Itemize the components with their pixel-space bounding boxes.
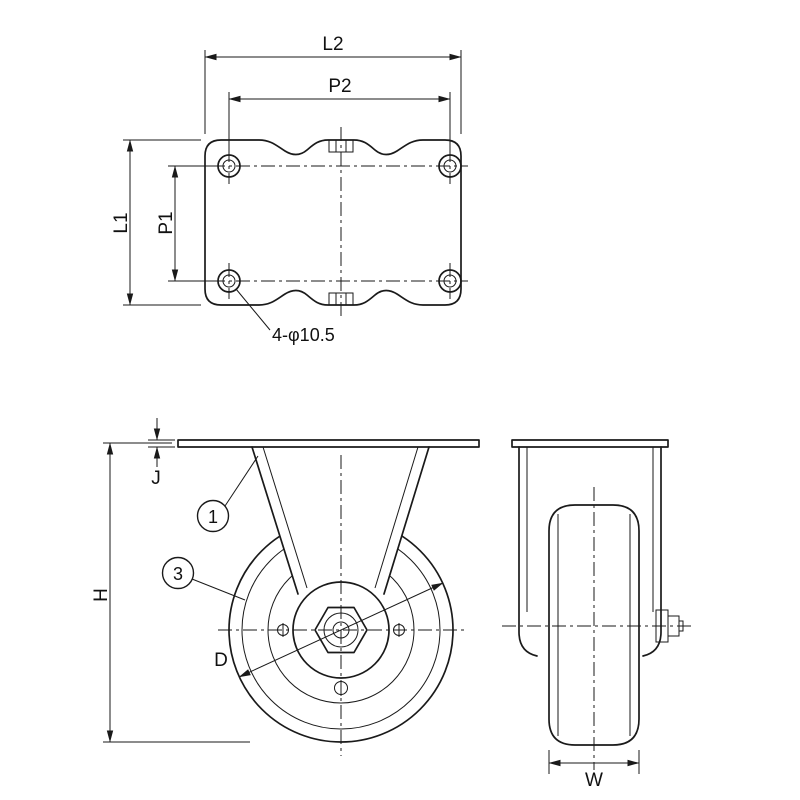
kingpin-nut-bottom	[328, 292, 354, 306]
top-plate-front	[177, 439, 480, 448]
front-view: J H D 1 3	[91, 418, 480, 756]
dimension-w: W	[548, 750, 640, 791]
dimension-l1: L1	[111, 139, 201, 306]
hole-note-label: 4-φ10.5	[272, 325, 335, 345]
dimension-j: J	[148, 418, 175, 489]
callout-1: 1	[196, 455, 259, 533]
top-plate-side	[511, 439, 669, 448]
callout-1-label: 1	[208, 507, 218, 527]
callout-3-label: 3	[173, 564, 183, 584]
wheel-side	[548, 504, 640, 746]
side-view-centerlines	[502, 487, 692, 770]
dimension-d: D	[214, 582, 444, 678]
plate-outline	[204, 139, 462, 306]
dim-label-l1: L1	[111, 212, 132, 233]
dimension-p1: P1	[156, 165, 216, 282]
top-view-centerlines	[211, 127, 468, 318]
front-view-centerlines	[218, 455, 464, 756]
dim-label-p2: P2	[328, 76, 351, 97]
top-view: L2 P2 L1 P1 4-φ10.5	[111, 34, 468, 345]
dim-label-j: J	[151, 468, 161, 489]
dim-label-w: W	[585, 770, 603, 791]
dim-label-h: H	[91, 588, 112, 602]
hole-note: 4-φ10.5	[235, 288, 335, 345]
dim-label-p1: P1	[156, 211, 177, 234]
mounting-holes	[217, 154, 462, 293]
fork-front	[251, 446, 430, 595]
side-view: W	[502, 439, 692, 791]
kingpin-nut-top	[328, 139, 354, 153]
dimension-p2: P2	[228, 76, 451, 150]
dimension-l2: L2	[204, 34, 462, 134]
dim-label-d: D	[214, 650, 228, 671]
fork-side	[518, 446, 662, 657]
dim-label-l2: L2	[322, 34, 343, 55]
callout-3: 3	[161, 556, 246, 601]
dimension-h: H	[91, 442, 250, 743]
